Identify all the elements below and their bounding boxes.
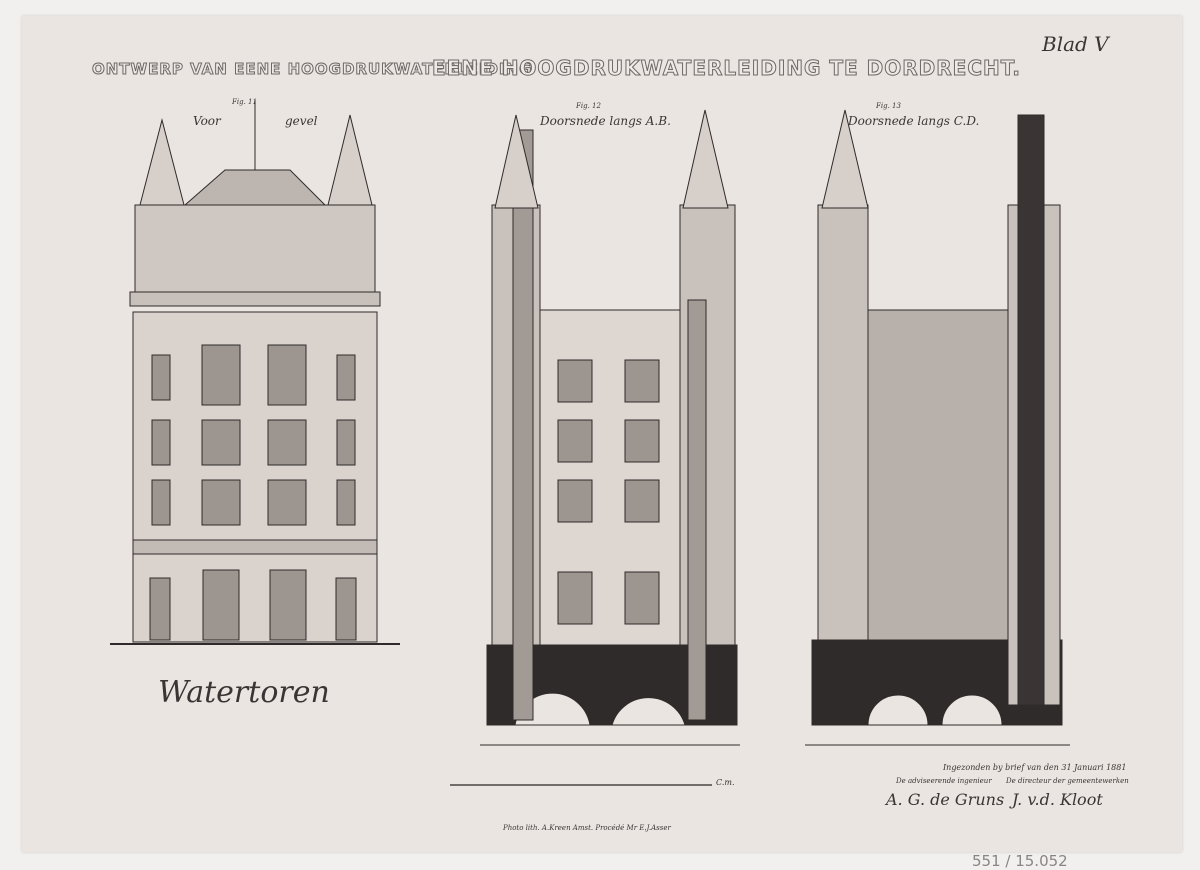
section-cd <box>805 109 1070 746</box>
fig12-caption: Doorsnede langs A.B. <box>540 114 671 128</box>
front-elevation <box>110 100 400 645</box>
fig11-caption-a: Voor <box>193 114 221 128</box>
building-name: Watertoren <box>158 675 330 710</box>
scale-unit: C.m. <box>716 778 735 787</box>
approval-note: Ingezonden by brief van den 31 Januari 1… <box>943 763 1127 772</box>
section-ab <box>480 109 740 746</box>
fig12-number: Fig. 12 <box>576 102 601 110</box>
fig13-number: Fig. 13 <box>876 102 901 110</box>
title-right: EENE HOOGDRUKWATERLEIDING TE DORDRECHT. <box>432 56 1021 81</box>
title-left: ONTWERP VAN EENE HOOGDRUKWATERLEIDING <box>91 60 533 79</box>
left-role: De adviseerende ingenieur <box>896 777 992 785</box>
fig13-caption: Doorsnede langs C.D. <box>848 114 980 128</box>
sheet-label: Blad V <box>1042 32 1109 56</box>
right-signature: J. v.d. Kloot <box>1012 790 1103 809</box>
imprint: Photo lith. A.Kreen Amst. Procédé Mr E.J… <box>503 824 671 832</box>
fig11-caption-b: gevel <box>285 114 318 128</box>
fig11-number: Fig. 11 <box>232 98 257 106</box>
left-signature: A. G. de Gruns <box>886 790 1005 809</box>
inventory-number: 551 / 15.052 <box>972 852 1068 870</box>
right-role: De directeur der gemeentewerken <box>1006 777 1129 785</box>
